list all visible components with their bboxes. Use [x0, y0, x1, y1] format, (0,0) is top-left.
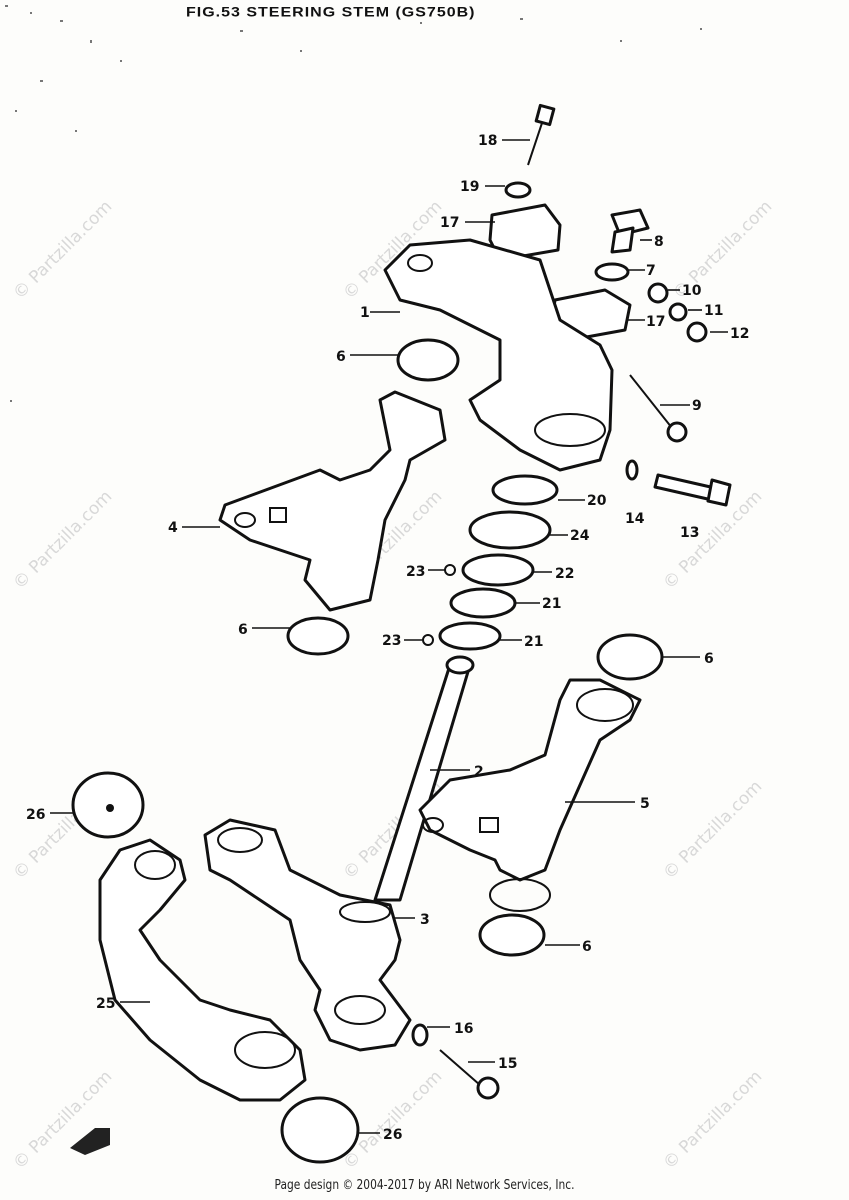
callout-5: 5	[640, 796, 650, 812]
part-7-washer	[594, 262, 630, 282]
part-26-cap-lower	[280, 1096, 360, 1164]
front-arrow-icon	[70, 1128, 110, 1155]
callout-24: 24	[570, 528, 590, 544]
watermark: © Partzilla.com	[9, 487, 116, 594]
callout-26: 26	[26, 807, 45, 823]
part-12-nut	[686, 321, 708, 343]
part-13-bolt	[653, 473, 732, 507]
part-21-bearing	[438, 621, 502, 651]
part-9-bolt	[629, 374, 688, 443]
callout-labels: 18 19 17 8 7 10 11 12 1 17 6 9 4 20 24 1…	[26, 133, 749, 1143]
callout-23: 23	[382, 633, 401, 649]
callout-6: 6	[336, 349, 346, 365]
part-6-cap-lower-right	[478, 913, 546, 957]
callout-21: 21	[542, 596, 561, 612]
part-19-washer	[504, 181, 532, 199]
part-4-headlight-bracket-left	[218, 390, 447, 612]
part-6-cap-upper-right	[596, 633, 664, 681]
part-24-dust-seal	[468, 510, 552, 550]
callout-20: 20	[587, 493, 607, 509]
part-22-bearing-race	[461, 553, 535, 587]
part-20-nut	[491, 474, 559, 506]
exploded-parts-diagram: © Partzilla.com © Partzilla.com © Partzi…	[5, 5, 776, 1170]
callout-21: 21	[524, 634, 543, 650]
bearing-stack	[422, 474, 559, 651]
callout-16: 16	[454, 1021, 473, 1037]
part-26-cap-upper	[71, 771, 145, 839]
part-15-bolt	[439, 1049, 500, 1100]
callout-18: 18	[478, 133, 497, 149]
callout-4: 4	[168, 520, 178, 536]
watermark: © Partzilla.com	[659, 1067, 766, 1170]
callout-14: 14	[625, 511, 645, 527]
part-1-steering-stem-head	[383, 238, 614, 472]
callout-2: 2	[474, 764, 484, 780]
callout-17: 17	[646, 314, 665, 330]
figure-title: FIG.53 STEERING STEM (GS750B)	[186, 5, 476, 20]
leader-lines	[50, 139, 728, 1134]
callout-26: 26	[383, 1127, 402, 1143]
part-5-headlight-bracket-right	[418, 678, 642, 882]
part-6-cap-upper-left	[396, 338, 460, 382]
callout-10: 10	[682, 283, 702, 299]
callout-6: 6	[238, 622, 248, 638]
callout-19: 19	[460, 179, 479, 195]
part-17-handlebar-clamp-upper	[488, 203, 562, 262]
part-8-bolt	[610, 208, 650, 254]
callout-3: 3	[420, 912, 430, 928]
part-10-nut	[647, 282, 669, 304]
watermark: © Partzilla.com	[9, 1067, 116, 1170]
part-16-washer	[411, 1023, 429, 1047]
callout-25: 25	[96, 996, 115, 1012]
part-18-bolt	[527, 103, 556, 166]
callout-11: 11	[704, 303, 723, 319]
callout-9: 9	[692, 398, 702, 414]
part-6-cap-lower-left	[286, 616, 350, 656]
callout-8: 8	[654, 234, 664, 250]
watermark: © Partzilla.com	[9, 197, 116, 304]
copyright-footer: Page design © 2004-2017 by ARI Network S…	[274, 1178, 575, 1193]
scan-noise	[5, 5, 702, 402]
callout-6: 6	[582, 939, 592, 955]
part-3-steering-stem-lower-bracket	[203, 818, 412, 1052]
callout-22: 22	[555, 566, 574, 582]
callout-7: 7	[646, 263, 656, 279]
part-11-washer	[668, 302, 688, 322]
watermark: © Partzilla.com	[659, 777, 766, 884]
part-2-steering-stem	[373, 655, 475, 902]
part-21-bearing	[449, 587, 517, 619]
callout-17: 17	[440, 215, 459, 231]
callout-6: 6	[704, 651, 714, 667]
part-25-handlebar-holder	[98, 838, 307, 1102]
part-14-washer	[625, 459, 639, 481]
callout-12: 12	[730, 326, 749, 342]
callout-13: 13	[680, 525, 699, 541]
callout-1: 1	[360, 305, 370, 321]
callout-23: 23	[406, 564, 425, 580]
callout-15: 15	[498, 1056, 517, 1072]
